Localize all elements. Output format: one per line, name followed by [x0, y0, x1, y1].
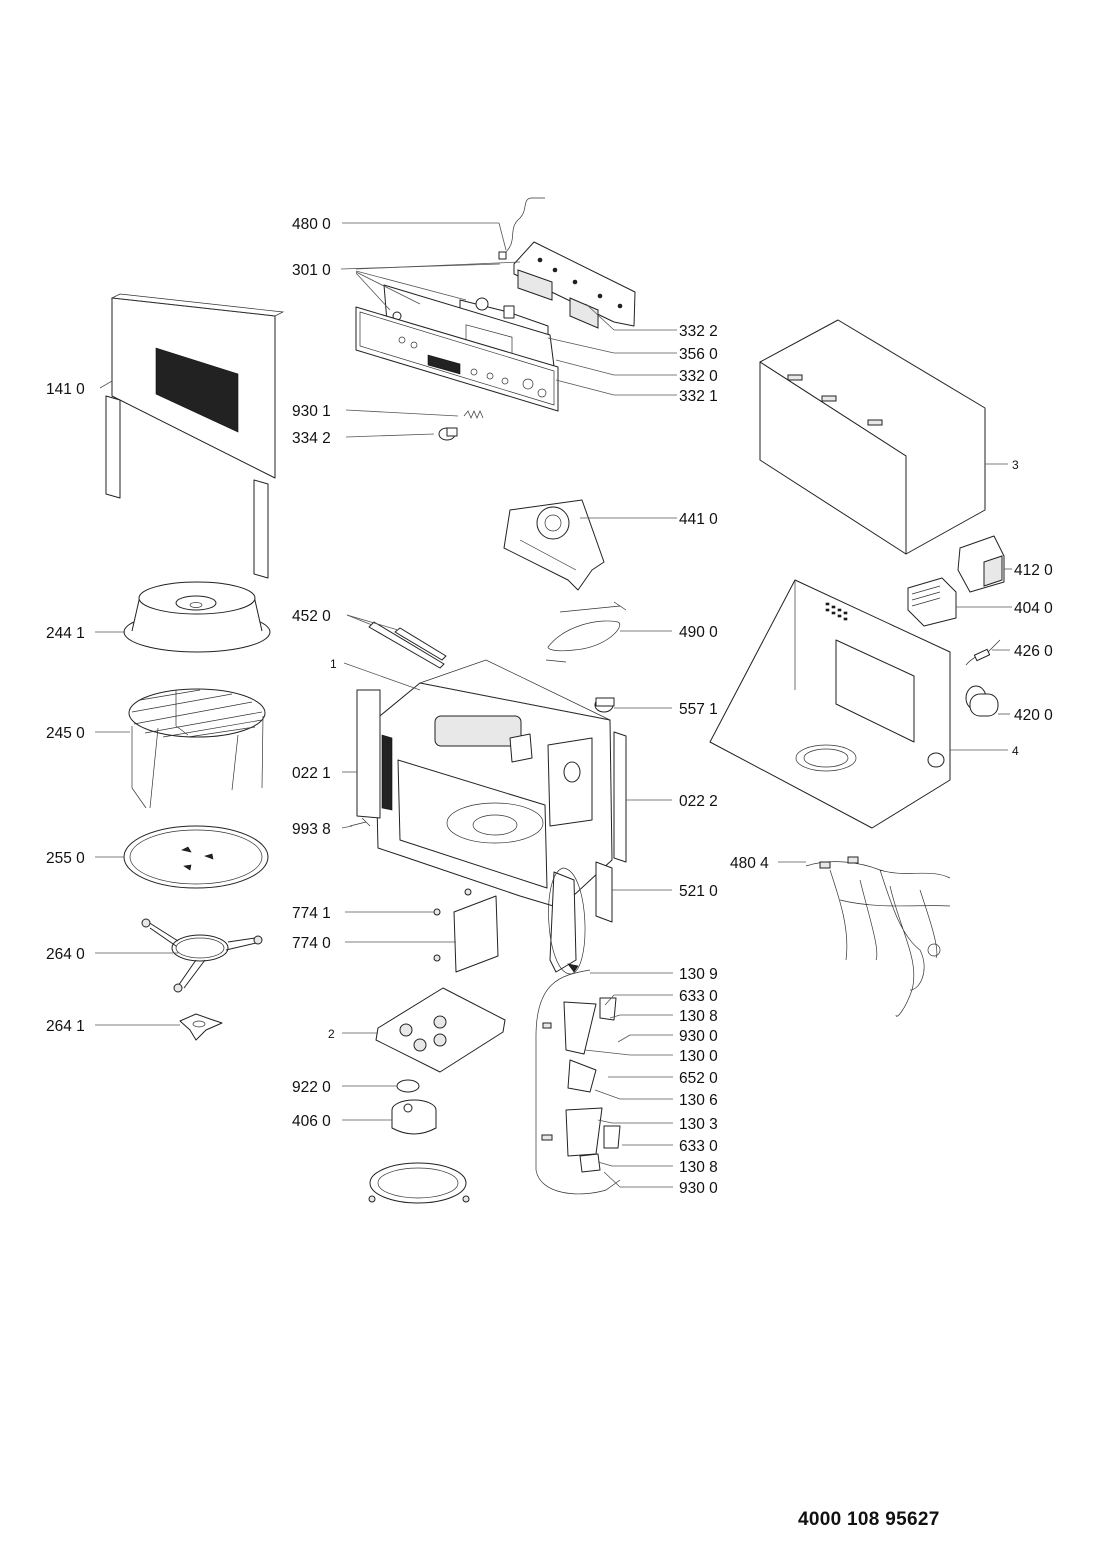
door-switch-holder-drawing [548, 861, 613, 975]
part-label: 420 0 [1014, 707, 1053, 724]
part-label: 993 8 [292, 821, 331, 838]
part-label: 930 0 [679, 1028, 718, 1045]
switch-detail-drawing [535, 963, 621, 1195]
part-label: 774 0 [292, 935, 331, 952]
roller-support-drawing [141, 918, 263, 993]
part-label: 245 0 [46, 725, 85, 742]
part-label: 255 0 [46, 850, 85, 867]
part-label: 4 [1012, 744, 1019, 758]
part-label: 480 4 [730, 855, 769, 872]
part-label: 130 8 [679, 1008, 718, 1025]
control-panel-drawing [355, 197, 636, 441]
main-wire-harness-drawing [805, 856, 951, 1017]
thermal-fuse-drawing [594, 697, 615, 713]
leader-lines [95, 222, 1012, 1188]
part-label: 404 0 [1014, 600, 1053, 617]
part-label: 264 0 [46, 946, 85, 963]
base-unit-drawing [709, 579, 951, 829]
grill-rack-drawing [128, 688, 266, 809]
part-label: 332 0 [679, 368, 718, 385]
outer-casing-drawing [759, 319, 986, 555]
part-label: 3 [1012, 458, 1019, 472]
part-label: 130 9 [679, 966, 718, 983]
capacitor-drawing [965, 685, 999, 717]
part-label: 930 1 [292, 403, 331, 420]
magnetron-drawing [907, 577, 957, 627]
part-label: 922 0 [292, 1079, 331, 1096]
part-label: 633 0 [679, 988, 718, 1005]
part-label: 332 1 [679, 388, 718, 405]
part-label: 557 1 [679, 701, 718, 718]
part-label: 022 1 [292, 765, 331, 782]
door-assembly-drawing [105, 293, 285, 579]
diode-drawing [965, 639, 1001, 666]
base-plate-drawing [375, 987, 506, 1073]
oven-cavity-drawing [349, 659, 627, 909]
turntable-plate-drawing [123, 825, 269, 889]
turntable-motor-drawing [391, 1099, 437, 1135]
cover-dome-drawing [123, 581, 271, 653]
part-label: 301 0 [292, 262, 331, 279]
document-number: 4000 108 95627 [798, 1509, 940, 1530]
part-labels: 480 0 301 0 332 2 356 0 332 0 332 1 141 … [46, 216, 1053, 1197]
part-label: 406 0 [292, 1113, 331, 1130]
transformer-drawing [957, 535, 1005, 593]
wire-harness-small-drawing [545, 601, 627, 663]
part-label: 774 1 [292, 905, 331, 922]
part-label: 264 1 [46, 1018, 85, 1035]
part-label: 130 3 [679, 1116, 718, 1133]
part-label: 426 0 [1014, 643, 1053, 660]
part-label: 480 0 [292, 216, 331, 233]
part-label: 356 0 [679, 346, 718, 363]
part-label: 412 0 [1014, 562, 1053, 579]
cover-plate-drawing [433, 888, 499, 973]
washer-drawing [396, 1079, 420, 1093]
part-label: 1 [330, 657, 337, 671]
part-label: 130 8 [679, 1159, 718, 1176]
part-label: 141 0 [46, 381, 85, 398]
part-label: 022 2 [679, 793, 718, 810]
part-label: 490 0 [679, 624, 718, 641]
part-label: 130 6 [679, 1092, 718, 1109]
bottom-ring-drawing [368, 1162, 470, 1204]
stirrer-bracket-drawing [503, 499, 605, 591]
part-label: 633 0 [679, 1138, 718, 1155]
part-label: 130 0 [679, 1048, 718, 1065]
part-label: 332 2 [679, 323, 718, 340]
part-label: 521 0 [679, 883, 718, 900]
coupler-drawing [179, 1013, 223, 1041]
part-label: 652 0 [679, 1070, 718, 1087]
part-label: 244 1 [46, 625, 85, 642]
part-label: 2 [328, 1027, 335, 1041]
part-label: 452 0 [292, 608, 331, 625]
part-label: 930 0 [679, 1180, 718, 1197]
part-label: 441 0 [679, 511, 718, 528]
part-label: 334 2 [292, 430, 331, 447]
guide-rails-drawing [368, 621, 447, 669]
